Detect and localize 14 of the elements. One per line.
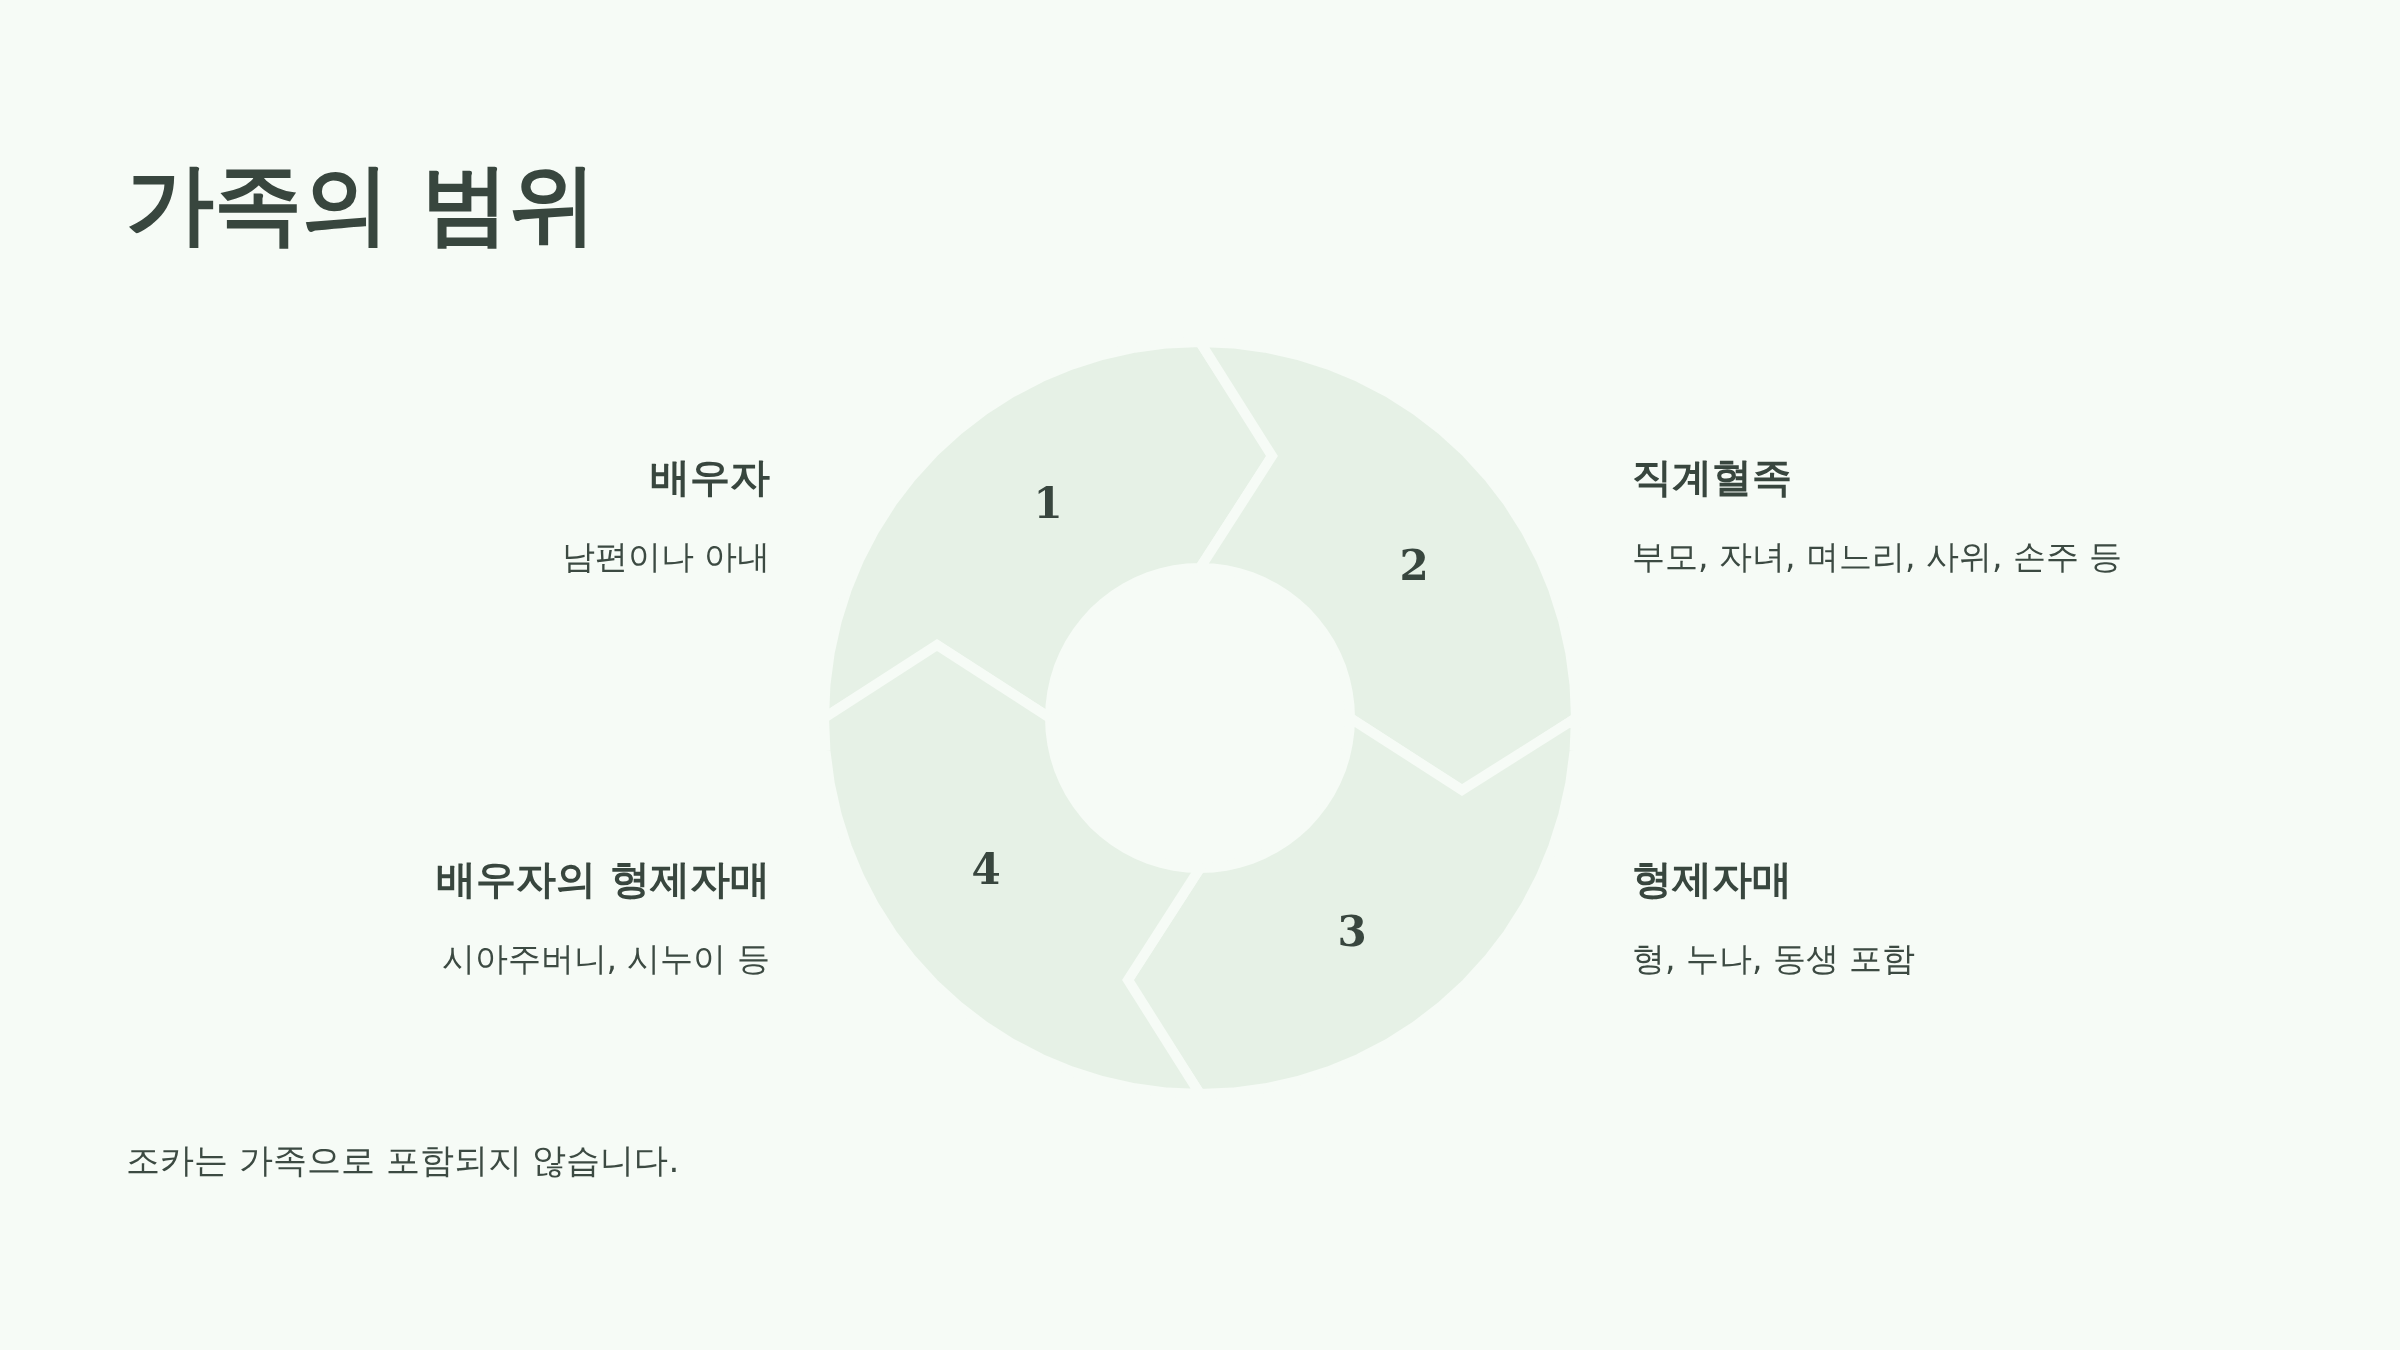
item-description: 시아주버니, 시누이 등 [441,938,770,980]
item-description: 형, 누나, 동생 포함 [1632,938,1916,980]
step-number: 2 [1399,545,1429,587]
step-number: 4 [971,849,1001,891]
step-number: 1 [1033,483,1063,525]
item-description: 남편이나 아내 [561,536,770,578]
title: 가족의 범위 [126,160,597,248]
item-heading: 배우자 [650,453,770,502]
item-heading: 배우자의 형제자매 [436,855,770,904]
step-number: 3 [1337,911,1367,953]
item-heading: 형제자매 [1632,855,1792,904]
item-heading: 직계혈족 [1632,453,1792,502]
item-description: 부모, 자녀, 며느리, 사위, 손주 등 [1632,536,2123,578]
footnote: 조카는 가족으로 포함되지 않습니다. [126,1139,680,1182]
